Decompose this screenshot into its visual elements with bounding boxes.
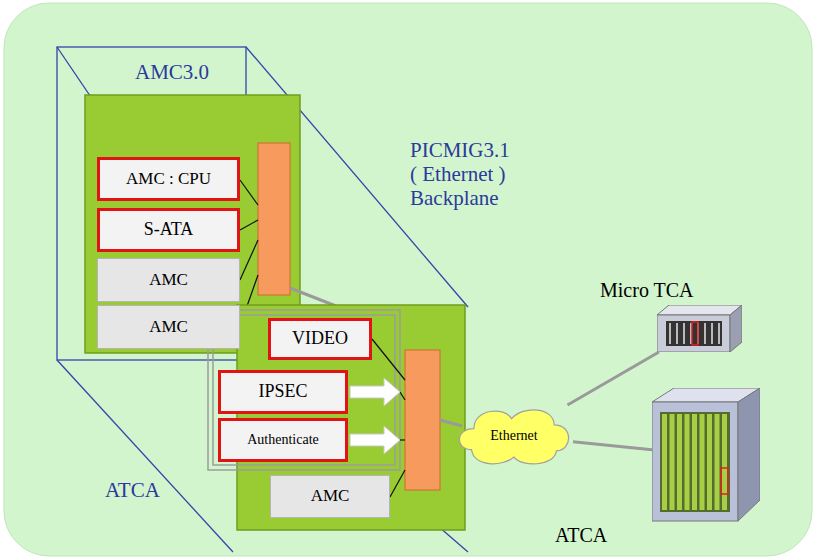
module-box: VIDEO bbox=[268, 318, 372, 360]
slot-card bbox=[677, 414, 682, 510]
wire bbox=[372, 339, 405, 380]
slot-area bbox=[666, 321, 722, 346]
flow-arrow bbox=[350, 426, 400, 454]
atca-chassis bbox=[652, 388, 760, 522]
chassis-label: ATCA bbox=[555, 524, 607, 546]
slot-line bbox=[711, 323, 713, 344]
network-cloud: Ethernet bbox=[455, 405, 573, 467]
wire bbox=[240, 220, 258, 230]
network-link bbox=[573, 442, 652, 450]
backplane-link bbox=[290, 288, 336, 306]
slot-card bbox=[685, 414, 690, 510]
slot-line bbox=[683, 323, 685, 344]
background-panel bbox=[4, 3, 812, 556]
slot-card bbox=[707, 414, 712, 510]
slot-line bbox=[676, 323, 678, 344]
slot-card bbox=[670, 414, 675, 510]
chassis-front bbox=[657, 315, 730, 352]
chassis-label: Micro TCA bbox=[600, 279, 694, 301]
ethernet-link bbox=[440, 420, 462, 426]
highlight-slot bbox=[692, 322, 698, 345]
diagram-label: PICMIG3.1 ( Ethernet ) Backplane bbox=[410, 138, 515, 210]
module-box: AMC bbox=[97, 305, 240, 349]
diagram-label: AMC3.0 bbox=[135, 60, 209, 84]
module-box: IPSEC bbox=[218, 370, 348, 414]
chassis-node: Micro TCA bbox=[657, 305, 742, 352]
slot-card bbox=[715, 414, 720, 510]
chassis-node: ATCA bbox=[652, 388, 760, 522]
node-label: AMC bbox=[149, 271, 188, 290]
cloud-outline bbox=[459, 410, 568, 464]
module-box: Authenticate bbox=[218, 418, 348, 462]
node-label: VIDEO bbox=[292, 329, 348, 349]
chassis-top bbox=[657, 305, 742, 315]
chassis-front bbox=[652, 402, 738, 521]
module-box: AMC : CPU bbox=[97, 157, 240, 201]
module-box: AMC bbox=[270, 475, 390, 518]
slot-line bbox=[669, 323, 671, 344]
module-box: S-ATA bbox=[97, 208, 240, 252]
slot-card bbox=[662, 414, 667, 510]
chassis-side bbox=[730, 305, 742, 352]
slot-line bbox=[704, 323, 706, 344]
microtca-chassis bbox=[657, 305, 742, 352]
slot-card bbox=[722, 414, 727, 510]
node-label: AMC : CPU bbox=[126, 170, 211, 189]
slot-card bbox=[700, 414, 705, 510]
wire bbox=[240, 240, 258, 280]
module-box: AMC bbox=[97, 258, 240, 302]
flow-arrow bbox=[350, 378, 400, 406]
wire bbox=[400, 392, 405, 400]
node-label: Ethernet bbox=[490, 428, 537, 443]
node-label: Authenticate bbox=[247, 432, 319, 447]
chassis-side bbox=[738, 388, 760, 521]
node-label: S-ATA bbox=[144, 220, 194, 240]
wire bbox=[390, 470, 405, 497]
wireframe-edge bbox=[57, 360, 233, 552]
node-label: AMC bbox=[311, 487, 350, 506]
wire bbox=[240, 180, 258, 205]
diagram-label: ATCA bbox=[105, 478, 160, 502]
switch-block bbox=[258, 143, 290, 295]
node-label: IPSEC bbox=[258, 382, 307, 402]
switch-block bbox=[405, 350, 440, 490]
network-link bbox=[567, 352, 658, 405]
slot-line bbox=[718, 323, 720, 344]
node-label: AMC bbox=[149, 318, 188, 337]
highlight-slot bbox=[721, 468, 728, 494]
slot-area bbox=[660, 412, 730, 512]
slot-card bbox=[692, 414, 697, 510]
